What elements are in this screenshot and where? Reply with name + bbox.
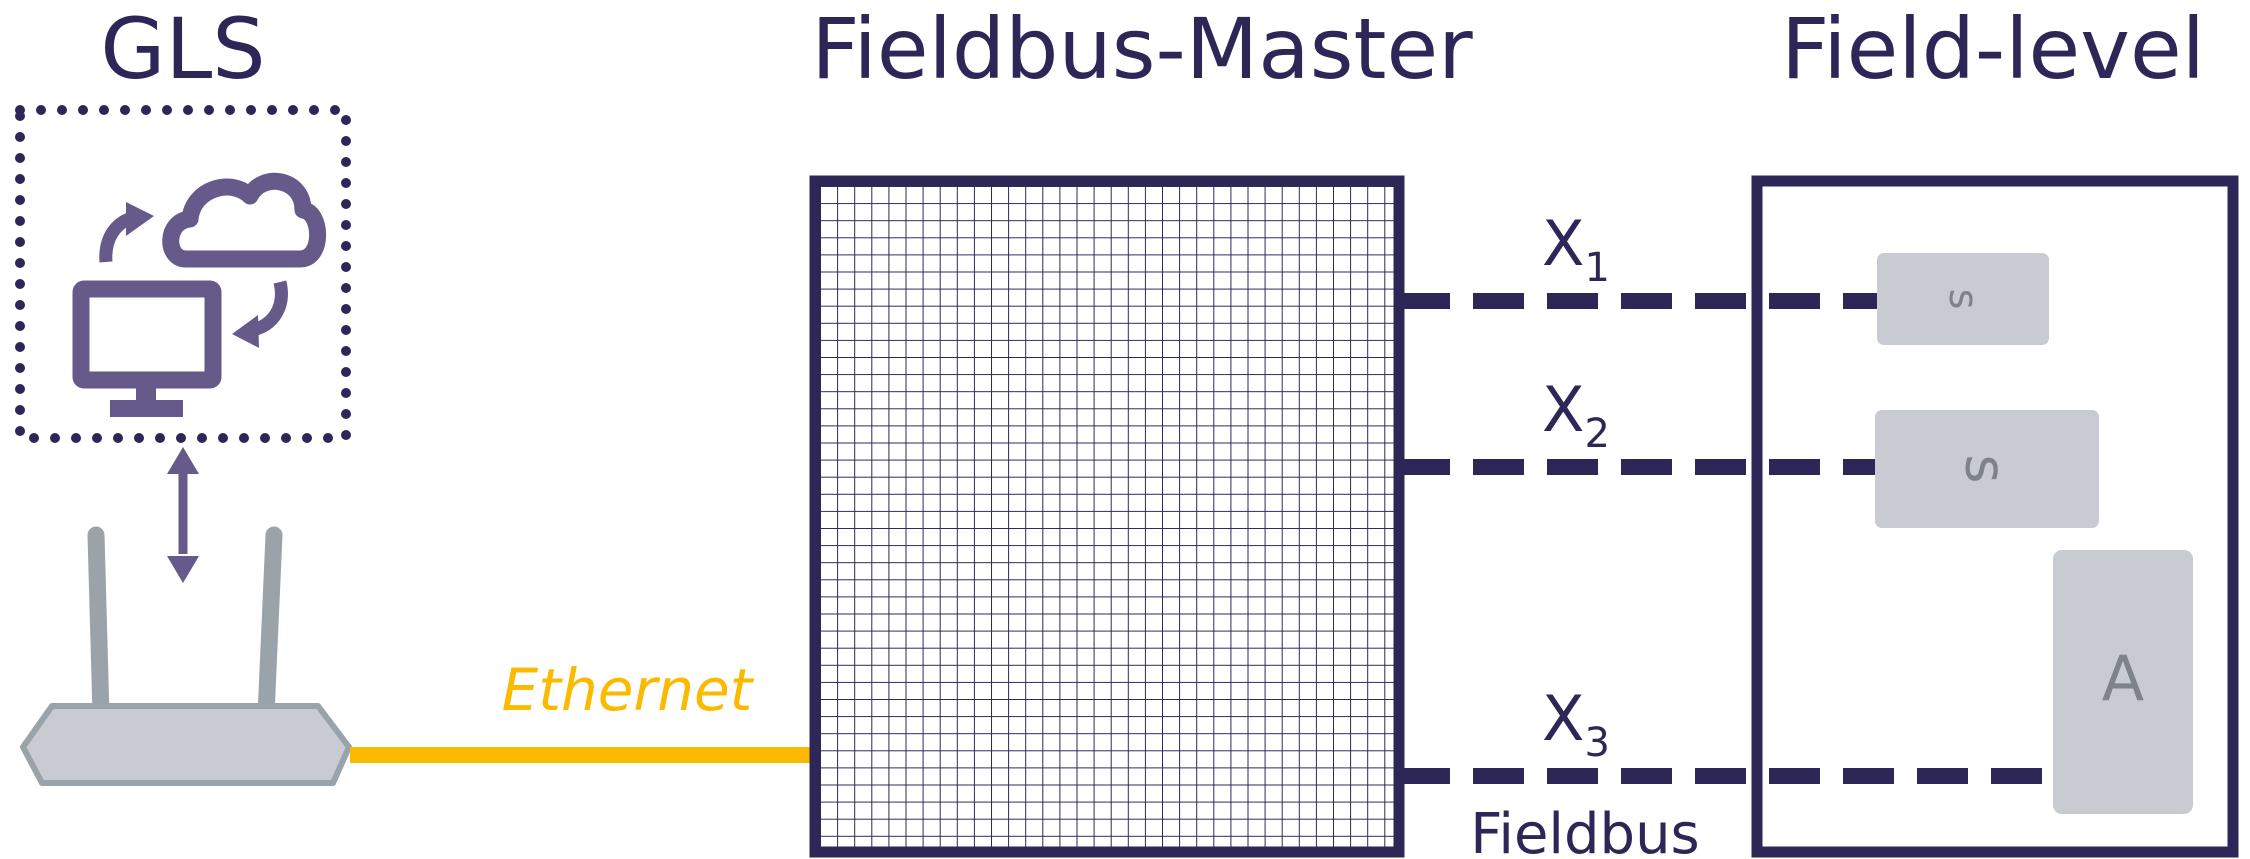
- master-heading: Fieldbus-Master: [811, 0, 1473, 98]
- bidirectional-arrow-icon: [167, 447, 199, 583]
- field-level-heading: Field-level: [1781, 0, 2205, 98]
- actuator-device: A: [2053, 550, 2193, 814]
- x3-subscript: 3: [1584, 720, 1609, 766]
- sensor-device-1: s: [1877, 253, 2049, 345]
- field-level-box: [1751, 175, 2239, 858]
- ethernet-label: Ethernet: [502, 656, 755, 724]
- computer-monitor-icon: [72, 280, 222, 417]
- gls-boundary: [15, 105, 351, 443]
- x2-subscript: 2: [1584, 411, 1609, 457]
- sensor-2-label: s: [1953, 454, 2018, 483]
- sensor-1-label: s: [1940, 289, 1986, 310]
- x1-subscript: 1: [1584, 245, 1609, 291]
- router-icon: [20, 526, 352, 786]
- cloud-icon: [162, 172, 327, 268]
- fieldbus-master-block: [809, 175, 1405, 858]
- sensor-device-2: s: [1875, 410, 2099, 528]
- fieldbus-label: Fieldbus: [1470, 802, 1699, 859]
- x1-letter: X: [1542, 207, 1584, 280]
- x3-label: X3: [1542, 682, 1610, 766]
- x2-letter: X: [1542, 373, 1584, 446]
- sync-arrows-icon: [99, 202, 288, 348]
- x2-label: X2: [1542, 373, 1610, 457]
- x1-label: X1: [1542, 207, 1610, 291]
- gls-heading: GLS: [100, 0, 265, 98]
- actuator-label: A: [2102, 642, 2144, 715]
- x3-letter: X: [1542, 682, 1584, 755]
